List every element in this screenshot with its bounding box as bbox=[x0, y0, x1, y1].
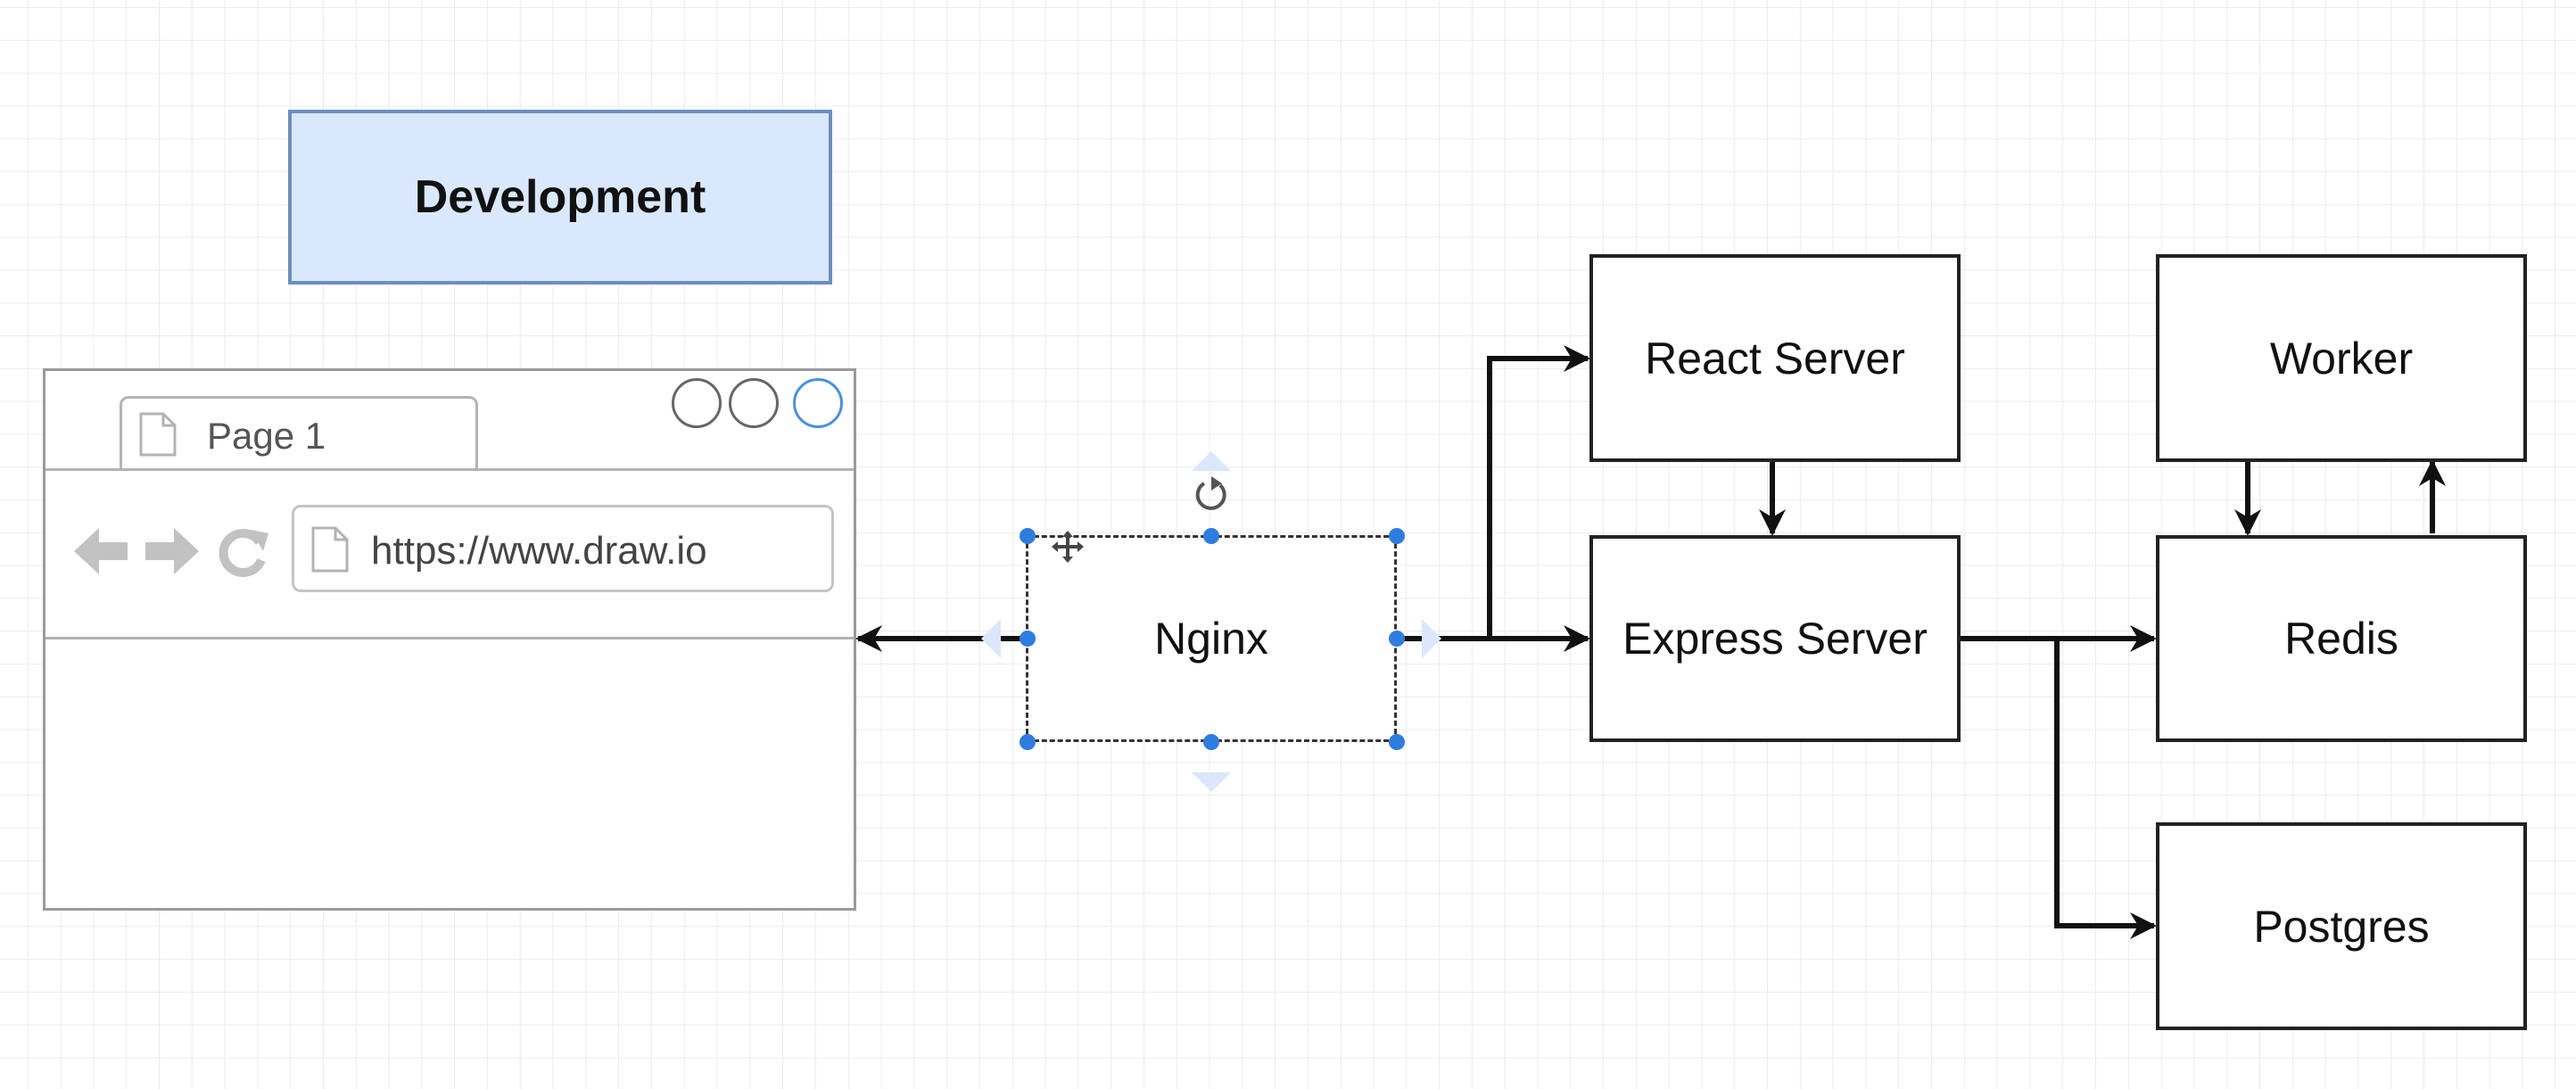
express-to-postgres-arrow[interactable] bbox=[2054, 639, 2157, 939]
reload-icon[interactable] bbox=[217, 524, 270, 578]
nginx-to-react-arrow[interactable] bbox=[1397, 345, 1590, 641]
page-icon bbox=[139, 412, 177, 457]
window-button-3[interactable] bbox=[793, 378, 843, 428]
forward-arrow-icon[interactable] bbox=[144, 523, 201, 580]
react-server-label: React Server bbox=[1645, 333, 1905, 384]
nginx-label: Nginx bbox=[1154, 614, 1268, 664]
resize-handle[interactable] bbox=[1020, 528, 1036, 544]
resize-handle[interactable] bbox=[1203, 734, 1219, 750]
resize-handle[interactable] bbox=[1020, 631, 1036, 647]
postgres-node[interactable]: Postgres bbox=[2156, 822, 2527, 1030]
resize-handle[interactable] bbox=[1389, 631, 1405, 647]
express-server-label: Express Server bbox=[1622, 614, 1928, 664]
window-button-2[interactable] bbox=[729, 378, 779, 428]
tab-label: Page 1 bbox=[207, 415, 326, 457]
rotate-icon[interactable] bbox=[1192, 474, 1231, 514]
resize-handle[interactable] bbox=[1203, 528, 1219, 544]
url-text: https://www.draw.io bbox=[371, 529, 707, 573]
development-text: Development bbox=[414, 171, 706, 223]
express-server-node[interactable]: Express Server bbox=[1589, 535, 1961, 742]
redis-label: Redis bbox=[2284, 614, 2398, 664]
postgres-label: Postgres bbox=[2253, 901, 2430, 952]
url-field[interactable]: https://www.draw.io bbox=[292, 505, 834, 592]
content-divider bbox=[45, 637, 854, 639]
redis-node[interactable]: Redis bbox=[2156, 535, 2527, 742]
resize-handle[interactable] bbox=[1389, 528, 1405, 544]
hover-arrows bbox=[981, 451, 1441, 792]
worker-label: Worker bbox=[2269, 333, 2414, 384]
react-server-node[interactable]: React Server bbox=[1589, 254, 1961, 462]
window-button-1[interactable] bbox=[672, 378, 722, 428]
back-arrow-icon[interactable] bbox=[72, 523, 129, 580]
tab-divider bbox=[45, 468, 854, 471]
resize-handle[interactable] bbox=[1389, 734, 1405, 750]
page-icon bbox=[311, 526, 349, 573]
browser-mockup[interactable]: Page 1 https://www.draw.io bbox=[43, 368, 856, 911]
nginx-node[interactable]: Nginx bbox=[1026, 535, 1397, 742]
resize-handle[interactable] bbox=[1020, 734, 1036, 750]
browser-tab[interactable]: Page 1 bbox=[120, 396, 478, 471]
worker-node[interactable]: Worker bbox=[2156, 254, 2527, 462]
move-icon[interactable] bbox=[1051, 530, 1085, 564]
development-label[interactable]: Development bbox=[288, 110, 832, 285]
